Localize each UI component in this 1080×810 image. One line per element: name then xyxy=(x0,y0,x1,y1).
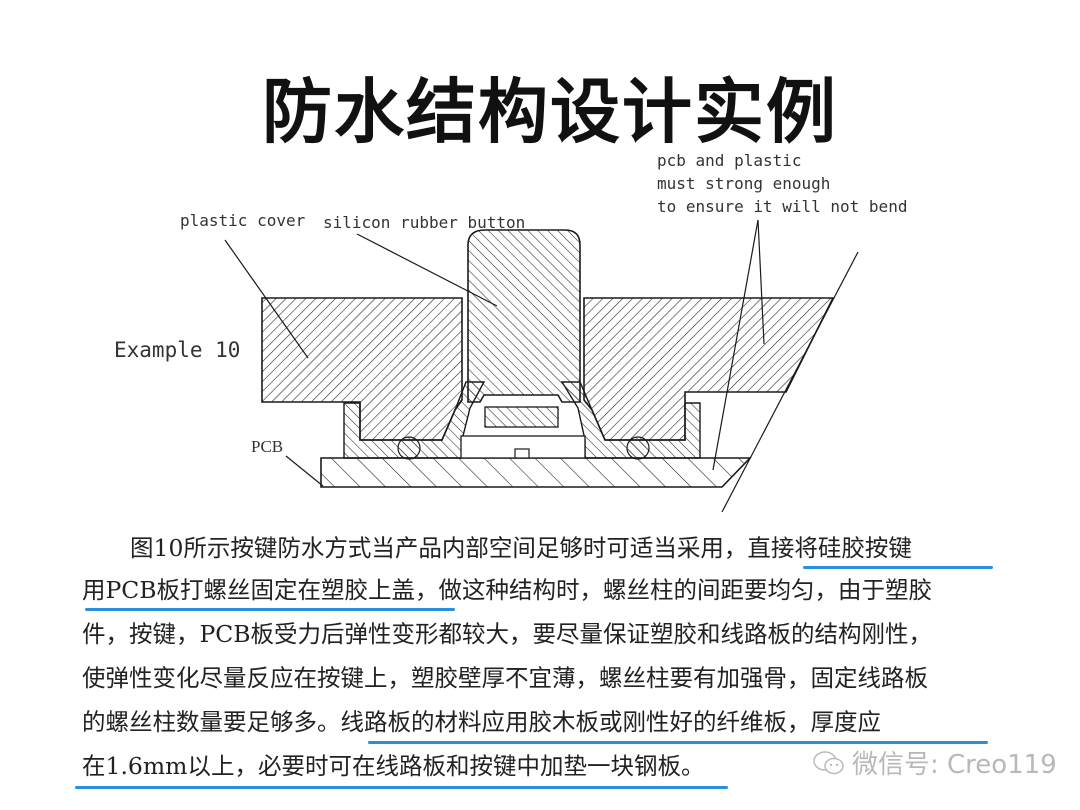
plastic-cover-right xyxy=(583,297,835,441)
highlight-underline-1 xyxy=(803,566,993,569)
label-example: Example 10 xyxy=(114,338,240,362)
button-actuator xyxy=(484,406,559,428)
dome-switch xyxy=(514,448,530,459)
note-line-1: pcb and plastic xyxy=(657,151,802,170)
highlight-underline-3 xyxy=(368,741,988,744)
slide-title: 防水结构设计实例 xyxy=(262,70,838,153)
paragraph-line-6: 在1.6mm以上，必要时可在线路板和按键中加垫一块钢板。 xyxy=(82,752,705,780)
watermark-text: 微信号: Creo119 xyxy=(852,750,1057,780)
waterproof-structure-diagram: plastic cover silicon rubber button Exam… xyxy=(114,151,907,513)
paragraph-line-2: 用PCB板打螺丝固定在塑胶上盖，做这种结构时，螺丝柱的间距要均匀，由于塑胶 xyxy=(82,576,933,604)
watermark: 微信号: Creo119 xyxy=(812,744,1057,781)
seal-bead-left xyxy=(397,436,421,460)
note-line-2: must strong enough xyxy=(657,174,830,193)
label-silicon-rubber-button: silicon rubber button xyxy=(323,213,525,232)
pcb-board xyxy=(320,457,752,488)
label-plastic-cover: plastic cover xyxy=(180,211,306,230)
highlight-underline-2 xyxy=(85,608,455,611)
note-line-3: to ensure it will not bend xyxy=(657,197,907,216)
wechat-icon xyxy=(813,750,844,774)
paragraph-line-4: 使弹性变化尽量反应在按键上，塑胶壁厚不宜薄，螺丝柱要有加强骨，固定线路板 xyxy=(82,664,928,692)
silicon-rubber-button xyxy=(467,229,581,403)
paragraph-line-1: 图10所示按键防水方式当产品内部空间足够时可适当采用，直接将硅胶按键 xyxy=(130,534,912,562)
paragraph-line-5: 的螺丝柱数量要足够多。线路板的材料应用胶木板或刚性好的纤维板，厚度应 xyxy=(82,708,881,736)
seal-bead-right xyxy=(626,436,650,460)
paragraph-line-3: 件，按键，PCB板受力后弹性变形都较大，要尽量保证塑胶和线路板的结构刚性， xyxy=(82,620,933,648)
highlight-underline-4 xyxy=(75,786,728,789)
plastic-cover-left xyxy=(261,297,463,441)
label-pcb: PCB xyxy=(251,437,283,456)
